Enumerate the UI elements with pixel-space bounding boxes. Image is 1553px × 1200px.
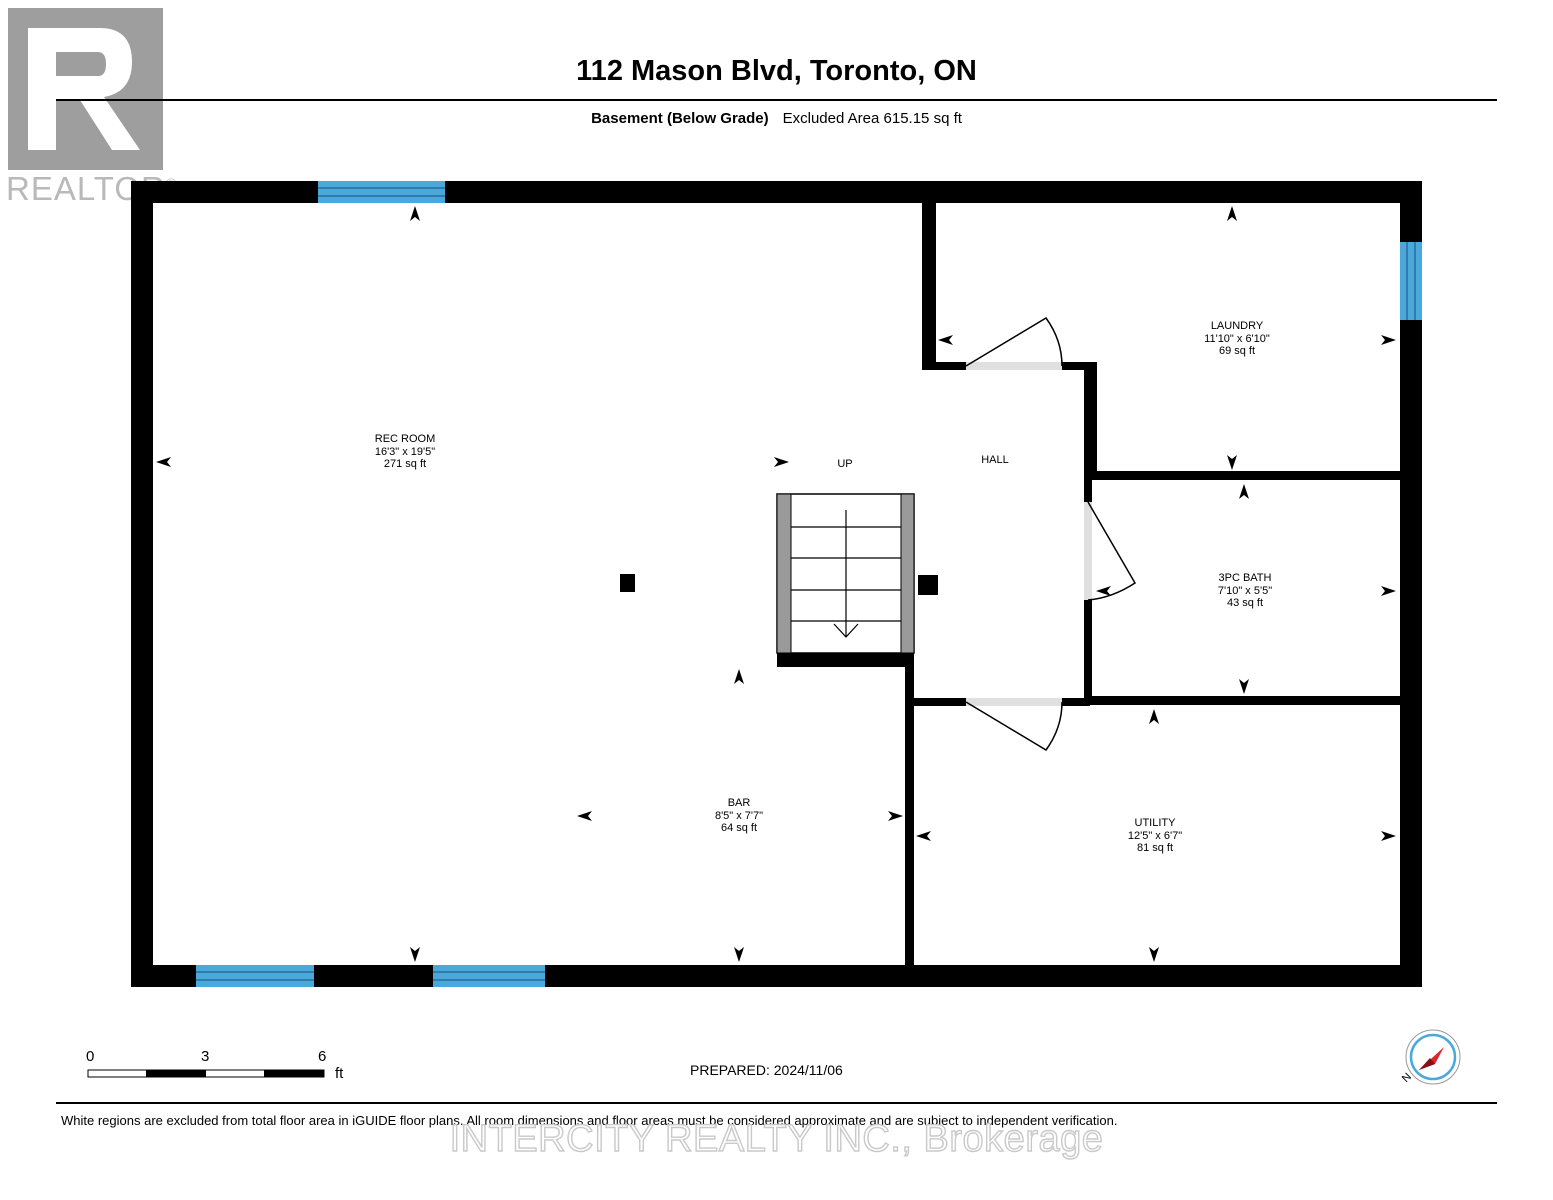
room-area: 81 sq ft <box>1136 842 1174 854</box>
room-name: LAUNDRY <box>1210 320 1264 332</box>
room-dimensions: 8'5" x 7'7" <box>714 809 764 822</box>
compass-icon <box>1405 1029 1461 1085</box>
scale-tick-6: 6 <box>318 1048 327 1065</box>
compass: N <box>1400 1026 1470 1090</box>
room-name: BAR <box>727 797 751 809</box>
realtor-r-icon <box>8 8 163 170</box>
room-3pc-bath: 3PC BATH 7'10" x 5'5" 43 sq ft <box>1165 572 1325 610</box>
room-dimensions: 11'10" x 6'10" <box>1204 332 1270 345</box>
room-dimensions: 12'5" x 6'7" <box>1127 829 1183 842</box>
room-area: 271 sq ft <box>383 458 427 470</box>
floor-subtitle: Basement (Below Grade) Excluded Area 615.… <box>0 110 1553 127</box>
scale-tick-0: 0 <box>86 1048 95 1065</box>
room-dimensions: 16'3" x 19'5" <box>374 445 436 458</box>
room-area: 43 sq ft <box>1226 597 1264 609</box>
room-rec-room: REC ROOM 16'3" x 19'5" 271 sq ft <box>325 433 485 471</box>
page-title: 112 Mason Blvd, Toronto, ON <box>576 55 977 87</box>
floor-name: Basement (Below Grade) <box>591 110 769 127</box>
stairs <box>776 493 915 654</box>
windows <box>196 181 1422 987</box>
hall-label: HALL <box>981 454 1009 466</box>
room-area: 64 sq ft <box>720 822 758 834</box>
brokerage-watermark: INTERCITY REALTY INC., Brokerage <box>449 1117 1104 1160</box>
excluded-area: Excluded Area 615.15 sq ft <box>782 110 962 127</box>
realtor-logo: REALTOR® <box>0 0 185 210</box>
room-area: 69 sq ft <box>1218 345 1256 357</box>
room-name: REC ROOM <box>374 433 436 445</box>
doors <box>965 317 1137 751</box>
scale-unit: ft <box>335 1065 344 1082</box>
disclaimer: White regions are excluded from total fl… <box>61 1113 1118 1128</box>
stairs-up-label: UP <box>837 458 853 470</box>
scale-tick-3: 3 <box>201 1048 210 1065</box>
prepared-date: PREPARED: 2024/11/06 <box>690 1062 843 1078</box>
dimension-markers <box>156 206 1396 962</box>
room-name: UTILITY <box>1134 817 1176 829</box>
room-dimensions: 7'10" x 5'5" <box>1217 584 1273 597</box>
header-divider <box>56 99 1497 101</box>
room-name: 3PC BATH <box>1218 572 1272 584</box>
room-utility: UTILITY 12'5" x 6'7" 81 sq ft <box>1075 817 1235 855</box>
room-bar: BAR 8'5" x 7'7" 64 sq ft <box>659 797 819 835</box>
room-laundry: LAUNDRY 11'10" x 6'10" 69 sq ft <box>1157 320 1317 358</box>
scale-bar <box>87 1069 325 1078</box>
